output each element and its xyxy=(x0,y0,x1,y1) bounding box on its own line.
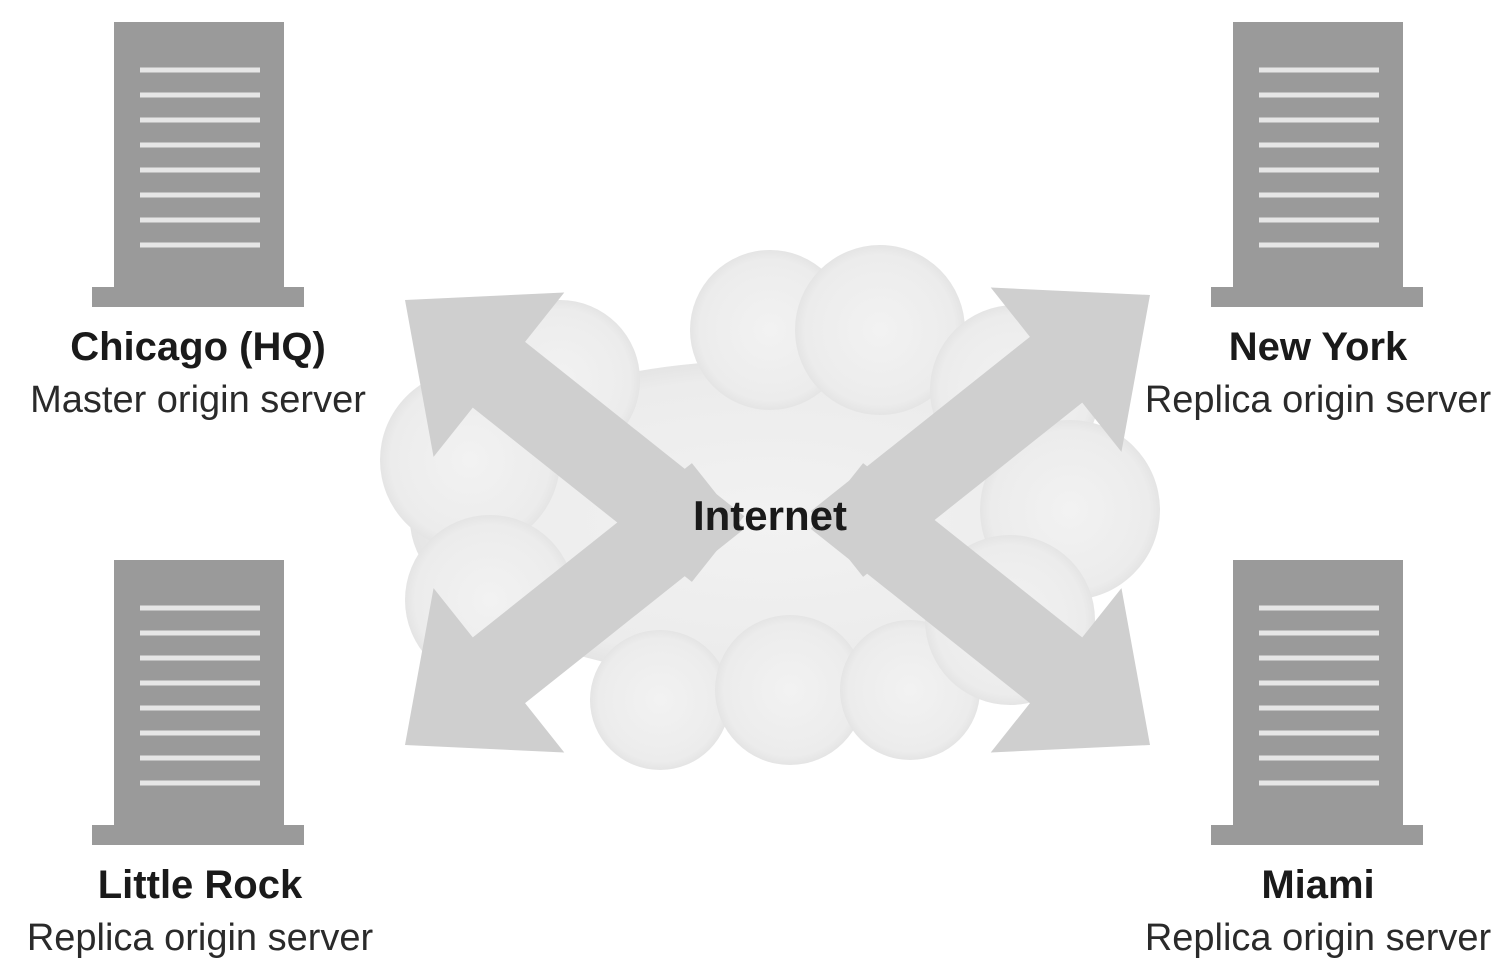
server-icon-chicago xyxy=(92,22,304,307)
arrow-little-rock xyxy=(405,463,745,753)
internet-label: Internet xyxy=(693,492,847,539)
server-name-miami: Miami xyxy=(1261,863,1374,907)
server-name-chicago: Chicago (HQ) xyxy=(70,325,326,369)
server-icon-little-rock xyxy=(92,560,304,845)
server-role-chicago: Master origin server xyxy=(30,379,366,421)
server-role-little-rock: Replica origin server xyxy=(27,917,374,959)
server-icon-new-york xyxy=(1211,22,1423,307)
server-icon-miami xyxy=(1211,560,1423,845)
server-role-new-york: Replica origin server xyxy=(1145,379,1492,421)
server-name-new-york: New York xyxy=(1229,325,1408,369)
arrow-miami xyxy=(810,463,1150,753)
server-role-miami: Replica origin server xyxy=(1145,917,1492,959)
server-name-little-rock: Little Rock xyxy=(98,863,303,907)
arrows xyxy=(405,287,1150,753)
